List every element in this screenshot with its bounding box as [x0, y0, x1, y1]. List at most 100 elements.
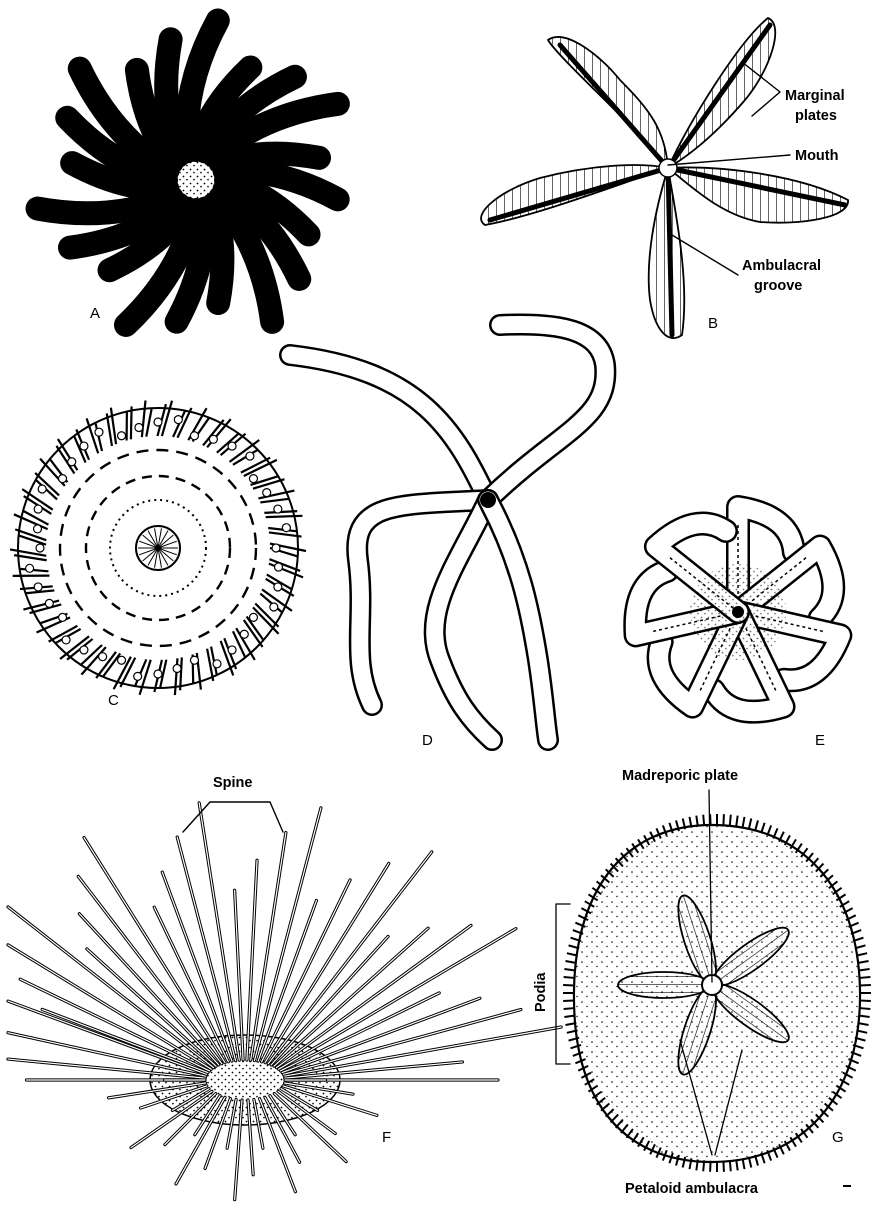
podium — [736, 816, 737, 827]
urchin-spine-highlight — [284, 1027, 561, 1076]
panel-g-sand-dollar: Madreporic plate Podia Petaloid ambulacr… — [533, 768, 871, 1197]
corner-mark — [843, 1185, 851, 1187]
urchin-tubercle — [173, 664, 181, 672]
urchin-short-spine — [142, 401, 146, 438]
podium — [859, 1008, 870, 1009]
urchin-tubercle — [228, 442, 236, 450]
podium — [564, 977, 575, 978]
urchin-tubercle — [228, 646, 236, 654]
urchin-short-spine — [266, 516, 303, 517]
urchin-short-spine — [131, 406, 132, 439]
urchin-tubercle — [213, 660, 221, 668]
panel-c-urchin-test: C — [10, 401, 306, 709]
callout-madreporic-plate: Madreporic plate — [622, 768, 738, 784]
urchin-tubercle — [249, 613, 257, 621]
urchin-short-spine — [146, 408, 151, 436]
urchin-tubercle — [36, 544, 44, 552]
urchin-tubercle — [80, 442, 88, 450]
urchin-tubercle — [282, 524, 290, 532]
urchin-spine-highlight — [281, 993, 440, 1071]
urchin-tubercle — [45, 599, 53, 607]
podium — [749, 818, 751, 829]
urchin-short-spine — [107, 413, 112, 445]
urchin-tubercle — [26, 564, 34, 572]
urchin-short-spine — [253, 479, 284, 488]
urchin-short-spine — [260, 499, 289, 503]
callout-ambulacral-groove-line2: groove — [754, 278, 802, 294]
urchin-tubercle — [246, 452, 254, 460]
urchin-tubercle — [118, 656, 126, 664]
podium — [730, 815, 731, 826]
panel-b-starfish: Marginal plates Mouth Ambulacral groove … — [481, 18, 848, 338]
urchin-tubercle — [274, 563, 282, 571]
callout-podia: Podia — [533, 972, 549, 1012]
podium — [858, 961, 869, 963]
podium — [703, 815, 704, 826]
podium — [730, 1160, 731, 1171]
panel-e-basket-star: E — [635, 507, 840, 749]
urchin-tubercle — [118, 432, 126, 440]
callout-mouth: Mouth — [795, 148, 838, 164]
urchin-tubercle — [68, 458, 76, 466]
urchin-tubercle — [190, 432, 198, 440]
urchin-tubercle — [59, 475, 67, 483]
podium — [703, 1160, 704, 1171]
urchin-tubercle — [95, 428, 103, 436]
panel-label-b: B — [708, 315, 718, 332]
panel-f-spiny-urchin: Spine F — [8, 775, 561, 1200]
urchin-tubercle — [270, 603, 278, 611]
podium — [743, 817, 745, 828]
urchin-tubercle — [209, 435, 217, 443]
panel-d-brittle-star: D — [290, 324, 605, 749]
urchin-tubercle — [34, 583, 42, 591]
panel-label-g: G — [832, 1129, 844, 1146]
urchin-tubercle — [263, 489, 271, 497]
urchin-short-spine — [162, 401, 172, 436]
urchin-spine-highlight — [199, 803, 239, 1060]
urchin-tubercle — [154, 670, 162, 678]
urchin-tubercle — [154, 418, 162, 426]
urchin-tubercle — [274, 583, 282, 591]
callout-spine: Spine — [213, 775, 252, 791]
urchin-tubercle — [249, 475, 257, 483]
urchin-spine-highlight — [265, 863, 389, 1062]
urchin-spine-highlight — [84, 838, 225, 1063]
podium — [565, 961, 576, 963]
podium — [859, 1016, 870, 1017]
spine-leader-lines — [183, 802, 283, 832]
podium — [564, 969, 575, 970]
panel-a-sun-star: A — [38, 20, 338, 324]
basket-star-center — [732, 606, 744, 618]
starfish-mouth — [659, 159, 677, 177]
callout-marginal-plates-line1: Marginal — [785, 88, 845, 104]
urchin-tubercle — [34, 525, 42, 533]
urchin-tubercle — [240, 630, 248, 638]
urchin-short-spine — [19, 535, 46, 544]
panel-label-c: C — [108, 692, 119, 709]
callout-ambulacral-groove-line1: Ambulacral — [742, 258, 821, 274]
podium — [564, 1008, 575, 1009]
urchin-tubercle — [80, 646, 88, 654]
callout-petaloid-ambulacra: Petaloid ambulacra — [625, 1181, 759, 1197]
urchin-short-spine — [175, 658, 178, 695]
callout-marginal-plates-line2: plates — [795, 108, 837, 124]
urchin-tubercle — [174, 416, 182, 424]
urchin-tubercle — [190, 656, 198, 664]
brittle-star-disc — [480, 492, 496, 508]
urchin-tubercle — [59, 613, 67, 621]
urchin-tubercle — [38, 485, 46, 493]
urchin-tubercle — [274, 505, 282, 513]
urchin-tubercle — [99, 653, 107, 661]
podium — [755, 820, 758, 831]
podium — [859, 977, 870, 978]
panel-label-f: F — [382, 1129, 391, 1146]
panel-label-e: E — [815, 732, 825, 749]
brittle-star-arms — [290, 324, 605, 740]
podium — [859, 969, 870, 970]
petal — [618, 972, 710, 998]
urchin-long-spines — [8, 803, 561, 1200]
urchin-tubercle — [62, 636, 70, 644]
urchin-tubercle — [272, 544, 280, 552]
urchin-tubercle — [134, 672, 142, 680]
